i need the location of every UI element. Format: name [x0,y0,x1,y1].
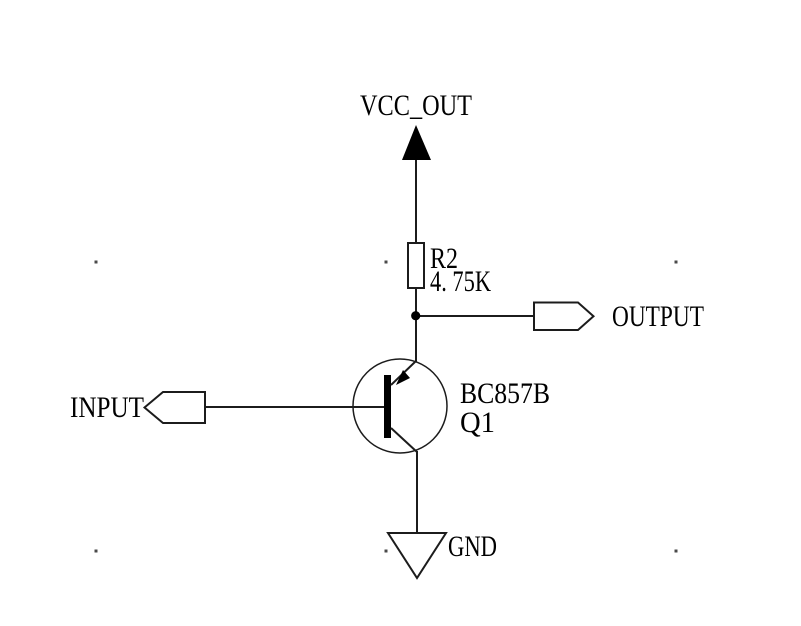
junction-dot [411,311,421,321]
ground-symbol: GND [386,530,497,580]
grid-dot [384,549,388,553]
grid-dot [94,260,98,264]
resistor-r2: R2 4. 75K [407,242,491,298]
transistor-body-circle [352,358,448,454]
wires [205,158,534,534]
ground-triangle-icon [386,532,448,580]
resistor-designator-label: R2 [430,242,458,275]
resistor-value-label: 4. 75K [430,265,491,298]
transistor-collector-lead [390,427,418,453]
vcc-net-label: VCC_OUT [360,89,472,122]
output-port-flag-icon [533,301,596,331]
pnp-emitter-arrow-icon [396,370,410,385]
input-port-label: INPUT [70,391,144,424]
transistor-q1: BC857B Q1 [352,358,550,454]
output-port-symbol: OUTPUT [533,300,704,333]
power-arrow-icon [402,125,431,160]
resistor-body [407,242,425,289]
input-port-flag-icon [142,391,206,424]
output-port-label: OUTPUT [612,300,704,333]
grid-dot [384,260,388,264]
grid-dot [674,260,678,264]
transistor-base-bar [384,375,391,438]
grid-dot [94,549,98,553]
transistor-designator-label: Q1 [460,406,495,439]
transistor-part-label: BC857B [460,377,550,410]
grid-dots [94,260,678,553]
ground-label: GND [448,530,497,563]
vcc-power-symbol: VCC_OUT [360,89,472,160]
input-port-symbol: INPUT [70,391,206,424]
grid-dot [674,549,678,553]
